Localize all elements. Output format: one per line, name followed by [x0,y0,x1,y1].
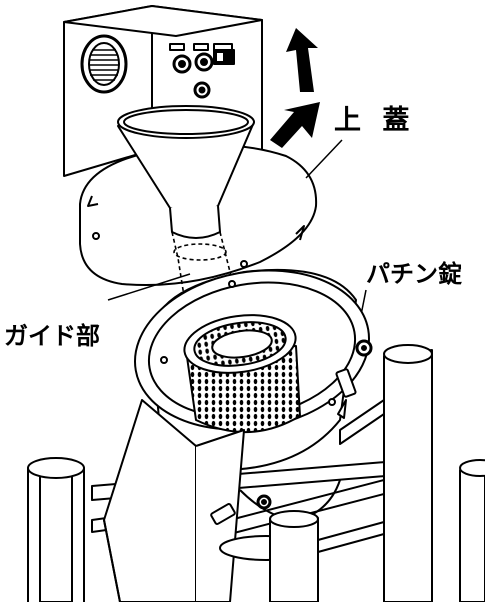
latch-bottom [210,494,272,525]
label-guide-part: ガイド部 [4,322,100,350]
latch-right [335,339,373,419]
front-legs [269,510,385,602]
screen-basket [183,314,301,434]
lift-arrow-lower [270,102,320,148]
label-latch: パチン錠 [366,260,462,288]
guide-part [171,231,235,297]
hopper-funnel [117,105,255,239]
lift-arrow-upper [286,28,318,92]
vent-grille [80,34,128,94]
label-top-lid: 上 蓋 [334,105,416,136]
frame [27,344,485,602]
leader-guide [107,273,191,301]
leader-lid [305,139,343,179]
